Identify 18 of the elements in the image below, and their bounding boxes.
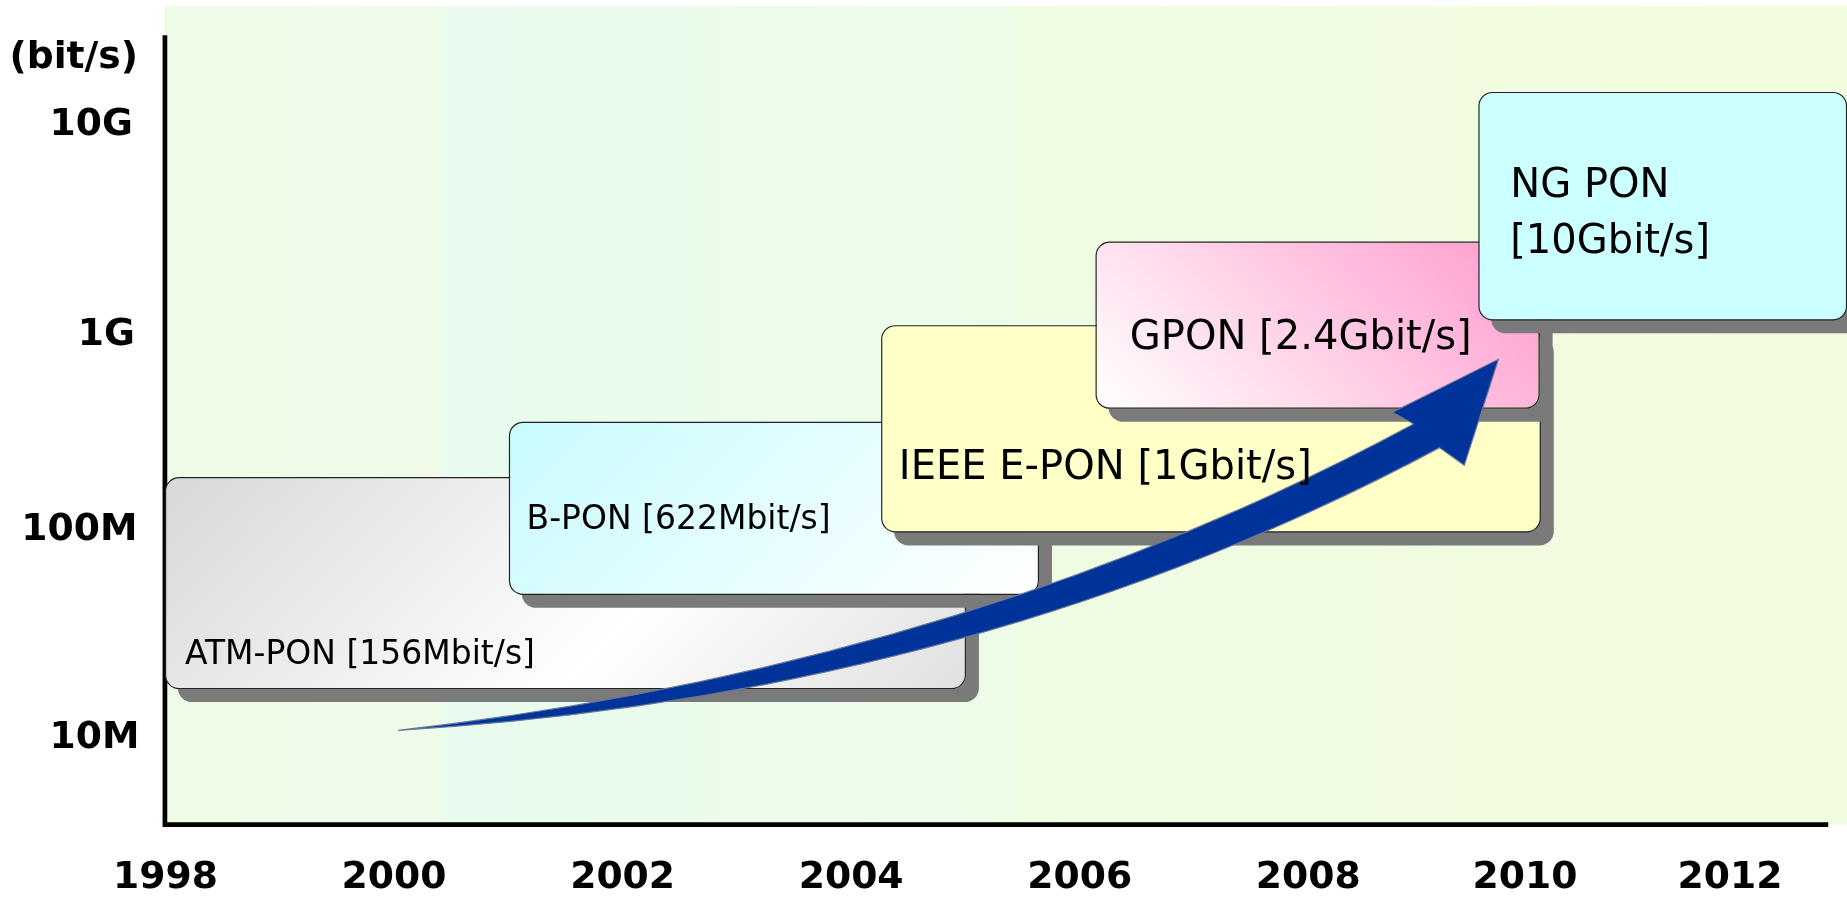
axis-tick-label: 1998 xyxy=(113,852,218,897)
box-label: IEEE E-PON [1Gbit/s] xyxy=(898,441,1312,489)
axis-tick-label: 2012 xyxy=(1677,852,1783,897)
axis-tick-label: 10G xyxy=(49,100,133,145)
axis-tick-label: 2010 xyxy=(1472,852,1578,897)
box-label: GPON [2.4Gbit/s] xyxy=(1129,311,1472,359)
box-label: B-PON [622Mbit/s] xyxy=(526,498,831,538)
axis-tick-label: 2000 xyxy=(341,852,447,897)
axis-unit-label: (bit/s) xyxy=(9,33,138,78)
axis-tick-label: 2006 xyxy=(1027,852,1133,897)
axis-tick-label: 1G xyxy=(77,309,135,355)
axis-tick-label: 10M xyxy=(49,712,140,758)
box-label: NG PON [10Gbit/s] xyxy=(1510,158,1712,265)
box-label: ATM-PON [156Mbit/s] xyxy=(184,633,535,673)
axis-tick-label: 100M xyxy=(21,504,138,549)
axis-tick-label: 2008 xyxy=(1255,852,1361,897)
axis-tick-label: 2004 xyxy=(798,852,904,897)
axis-tick-label: 2002 xyxy=(570,852,676,897)
